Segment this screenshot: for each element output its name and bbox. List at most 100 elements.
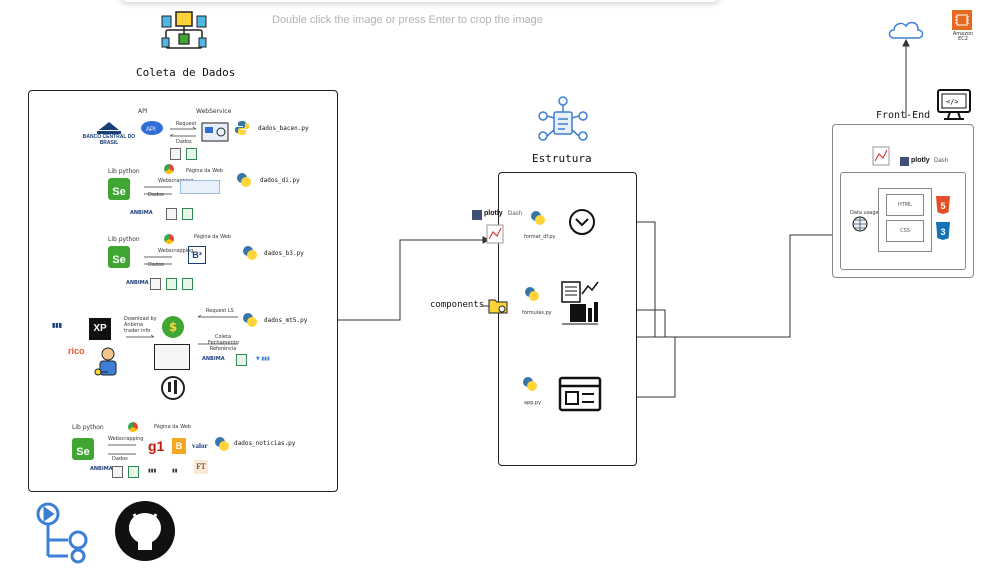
- data-usage-label: Data usage: [850, 210, 879, 216]
- file-format-df: format_df.py: [524, 234, 556, 240]
- file-dados-bacen: dados_bacen.py: [258, 125, 309, 132]
- dash-label: Dash: [508, 211, 523, 217]
- crop-hint-text: Double click the image or press Enter to…: [272, 14, 543, 26]
- file-dados-di: dados_di.py: [260, 177, 300, 184]
- estrutura-container: [498, 172, 637, 466]
- cloud-icon: [888, 21, 924, 39]
- python-icon: [243, 246, 257, 260]
- selenium-icon: Se: [108, 246, 130, 268]
- html5-icon: 5: [936, 196, 950, 214]
- bloomberg-logo: B: [172, 438, 186, 454]
- pagina-web-label-2: Página da Web: [186, 168, 223, 174]
- lib-python-label-3: Lib python: [108, 236, 140, 243]
- components-folder-icon: [488, 299, 508, 314]
- python-icon: [235, 121, 249, 135]
- frontend-inner-panel: [840, 172, 966, 270]
- svg-text:API: API: [146, 127, 156, 133]
- data-report-icon: [561, 281, 599, 325]
- html-block: HTML: [886, 194, 924, 216]
- selenium-icon: Se: [108, 178, 130, 200]
- plotly-logo-mark: [900, 157, 909, 166]
- css-block: CSS: [886, 220, 924, 242]
- coleta-title: Coleta de Dados: [136, 66, 236, 79]
- request-ls-label: Request LS: [206, 308, 234, 314]
- layout-box: [878, 188, 932, 252]
- connector-to-frontend: [636, 234, 832, 338]
- anbima-logo: ANBIMA: [90, 466, 113, 472]
- news-logo: ▮▮: [172, 468, 178, 474]
- chrome-icon: [128, 422, 138, 432]
- coleta-fechamento-label: Coleta Fechamento Referência: [208, 334, 239, 352]
- coleta-container: [28, 90, 338, 492]
- image-toolbar-shadow: [120, 0, 720, 2]
- file-dados-noticias: dados_noticias.py: [234, 440, 296, 447]
- g1-logo: g1: [148, 438, 165, 454]
- mt5-arrows: [197, 314, 238, 345]
- doc-icon: [166, 208, 177, 220]
- dados-label-2: Dados: [148, 192, 164, 198]
- arrowhead: [902, 38, 910, 47]
- treasury-logo: ▼ ▮▮▮: [256, 356, 270, 362]
- xp-logo: XP: [89, 318, 111, 340]
- chrome-icon: [164, 164, 174, 174]
- b3-logo: B³: [188, 246, 206, 264]
- doc-icon: [170, 148, 181, 160]
- python-icon: [237, 173, 251, 187]
- python-icon: [215, 437, 229, 451]
- download-label: Download by Anbima trader info: [124, 316, 157, 334]
- user-key-icon: [94, 347, 117, 376]
- metatrader-icon: $: [162, 316, 184, 338]
- matplotlib-icon: [872, 146, 890, 166]
- frontend-container: [832, 124, 974, 278]
- file-app: app.py: [524, 400, 542, 406]
- aws-ec2-label: Amazon EC2: [952, 31, 974, 42]
- mobile-chart-icon: [161, 376, 185, 400]
- bcb-logo: [85, 122, 133, 146]
- dados-label-3: Dados: [148, 262, 164, 268]
- estrutura-title: Estrutura: [532, 152, 592, 165]
- scrape-arrows-3: [144, 256, 172, 265]
- lib-python-label-5: Lib python: [72, 424, 104, 431]
- css3-icon: 3: [936, 222, 950, 240]
- excel-icon: [182, 278, 193, 290]
- svg-text:</>: </>: [946, 98, 959, 106]
- api-label: API: [138, 108, 148, 115]
- dropdown-icon: [569, 209, 595, 235]
- valor-logo: valor: [192, 442, 208, 450]
- doc-icon: [150, 278, 161, 290]
- aws-ec2-icon: [952, 10, 972, 30]
- pagina-web-label-5: Página da Web: [154, 424, 191, 430]
- code-monitor-icon: </>: [937, 89, 971, 120]
- frontend-title: Front-End: [876, 110, 931, 121]
- data-collection-icon: [160, 8, 208, 56]
- request-arrows: [169, 126, 197, 137]
- scrape-arrows-5: [108, 444, 136, 455]
- app-window-icon: [558, 376, 602, 412]
- excel-icon: [166, 278, 177, 290]
- grid-globe-icon: [852, 216, 868, 232]
- anbima-logo: ANBIMA: [202, 356, 225, 362]
- structure-icon: [538, 96, 588, 141]
- request-label: Request: [176, 121, 197, 127]
- dados-label-5: Dados: [112, 456, 128, 462]
- pagina-web-label-3: Página da Web: [194, 234, 231, 240]
- di-site-thumbnail: [180, 180, 220, 194]
- python-icon: [525, 287, 539, 301]
- scrape-arrows-2: [144, 186, 172, 195]
- chrome-icon: [164, 234, 174, 244]
- python-icon: [531, 211, 545, 225]
- webservice-icon: [201, 122, 229, 142]
- news-logo: ▮▮▮: [148, 468, 157, 474]
- excel-icon: [128, 466, 139, 478]
- webscraping-label-2: Webscrapping: [158, 178, 194, 184]
- dash-label-fe: Dash: [934, 158, 949, 164]
- api-cloud-icon: API: [140, 118, 164, 136]
- webscraping-label-5: Webscrapping: [108, 436, 144, 442]
- connector-coleta-estrutura: [337, 239, 483, 321]
- ft-logo: FT: [194, 460, 208, 474]
- anbima-logo: ANBIMA: [126, 280, 149, 286]
- plotly-logo-mark: [472, 210, 482, 220]
- arrowhead: [482, 236, 491, 244]
- plotly-label-fe: plotly: [911, 157, 930, 164]
- components-label: components: [430, 300, 485, 310]
